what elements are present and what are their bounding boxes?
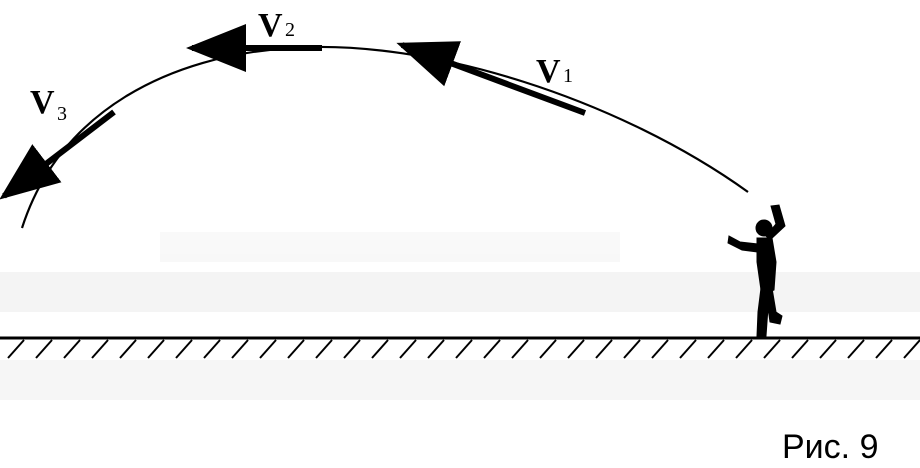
vector-v1-arrow	[396, 41, 587, 116]
vector-v1-symbol: V	[536, 53, 561, 90]
hatch-mark	[735, 339, 753, 359]
person-raised-arm	[765, 204, 786, 241]
hatch-mark	[287, 339, 305, 359]
hatch-mark	[427, 339, 445, 359]
hatch-mark	[119, 339, 137, 359]
hatch-mark	[175, 339, 193, 359]
hatch-mark	[819, 339, 837, 359]
hatch-mark	[875, 339, 893, 359]
hatch-mark	[343, 339, 361, 359]
ground	[0, 336, 920, 359]
vector-v3-subscript: 3	[57, 103, 67, 125]
hatch-mark	[847, 339, 865, 359]
hatch-mark	[679, 339, 697, 359]
hatch-mark	[539, 339, 557, 359]
vector-v3-symbol: V	[30, 84, 55, 121]
person-left-arm	[727, 235, 759, 253]
ground-hatching	[7, 339, 920, 359]
hatch-mark	[903, 339, 920, 359]
hatch-mark	[511, 339, 529, 359]
vector-v2-symbol: V	[258, 7, 283, 44]
hatch-mark	[259, 339, 277, 359]
hatch-mark	[91, 339, 109, 359]
hatch-mark	[483, 339, 501, 359]
hatch-mark	[371, 339, 389, 359]
velocity-vector-v2: V 2	[186, 7, 322, 72]
vector-v2-subscript: 2	[285, 19, 295, 41]
hatch-mark	[231, 339, 249, 359]
figure-caption: Рис. 9	[782, 428, 878, 466]
hatch-mark	[791, 339, 809, 359]
hatch-mark	[399, 339, 417, 359]
trajectory-curve	[20, 45, 749, 229]
hatch-mark	[567, 339, 585, 359]
person-silhouette	[727, 204, 786, 337]
hatch-mark	[455, 339, 473, 359]
hatch-mark	[763, 339, 781, 359]
hatch-mark	[7, 339, 25, 359]
hatch-mark	[35, 339, 53, 359]
vector-v3-arrow	[0, 109, 116, 200]
hatch-mark	[707, 339, 725, 359]
hatch-mark	[203, 339, 221, 359]
vector-v1-subscript: 1	[563, 65, 573, 87]
hatch-mark	[651, 339, 669, 359]
velocity-vector-v3: V 3	[0, 84, 116, 200]
hatch-mark	[623, 339, 641, 359]
hatch-mark	[147, 339, 165, 359]
velocity-vector-v1: V 1	[396, 41, 587, 116]
hatch-mark	[63, 339, 81, 359]
person-head	[755, 219, 773, 237]
hatch-mark	[595, 339, 613, 359]
person-body	[756, 237, 777, 293]
hatch-mark	[315, 339, 333, 359]
person-legs	[756, 287, 783, 337]
